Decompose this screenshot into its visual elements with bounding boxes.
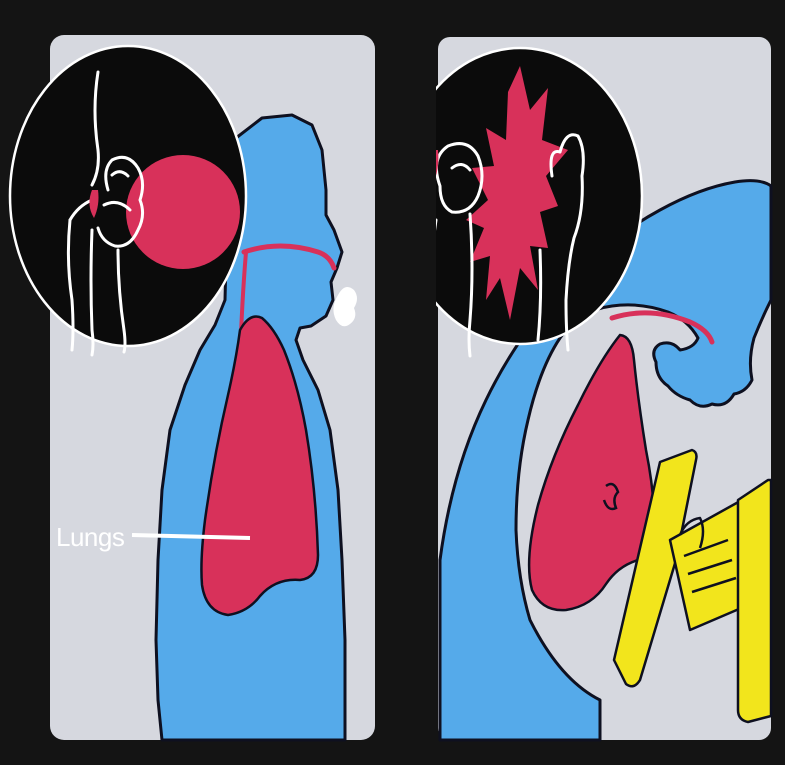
panel-divider	[378, 0, 436, 765]
lungs-label: Lungs	[56, 522, 125, 552]
right-panel	[398, 37, 771, 740]
left-panel: Lungs	[10, 35, 375, 740]
